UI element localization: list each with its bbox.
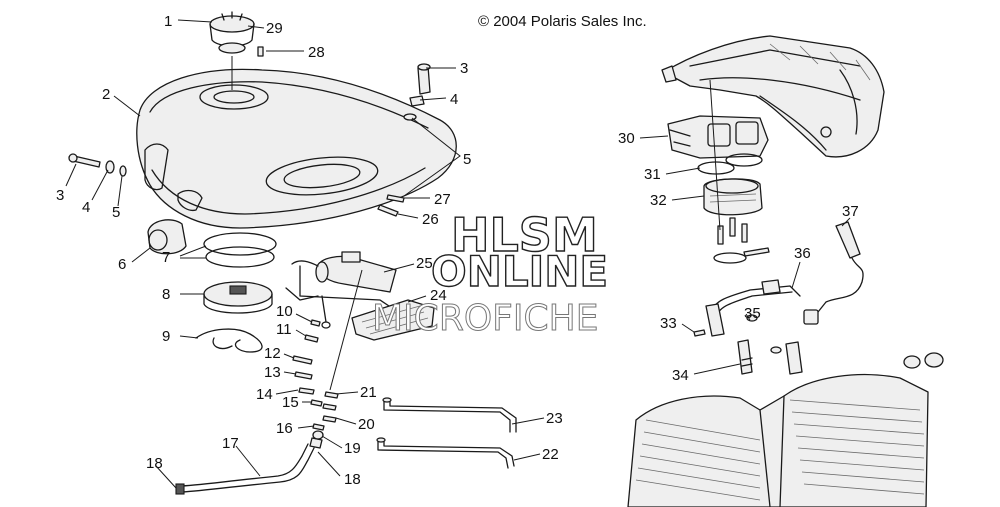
callout-3-right: 3 <box>460 60 468 77</box>
callout-3-left: 3 <box>56 187 64 204</box>
callout-27: 27 <box>434 191 451 208</box>
fuel-cap <box>209 11 255 54</box>
callout-10: 10 <box>276 303 293 320</box>
filter-sock <box>351 299 435 341</box>
watermark: HLSM ONLINE MICROFICHE <box>372 207 609 339</box>
sensor-37 <box>803 221 864 325</box>
callout-4-right: 4 <box>450 91 458 108</box>
watermark-line-2: ONLINE <box>431 247 608 296</box>
callout-6: 6 <box>118 256 126 273</box>
callout-12: 12 <box>264 345 281 362</box>
pump-flange <box>203 281 273 314</box>
callout-32: 32 <box>650 192 667 209</box>
boot-screws <box>713 217 770 264</box>
callout-7: 7 <box>162 249 170 266</box>
copyright-text: © 2004 Polaris Sales Inc. <box>478 13 647 30</box>
callout-1: 1 <box>164 13 172 30</box>
watermark-line-1: HLSM <box>451 208 598 262</box>
callout-22: 22 <box>542 446 559 463</box>
callout-30: 30 <box>618 130 635 147</box>
callout-28: 28 <box>308 44 325 61</box>
callout-35: 35 <box>744 305 761 322</box>
retaining-clip <box>195 328 263 353</box>
callout-20: 20 <box>358 416 375 433</box>
callout-17: 17 <box>222 435 239 452</box>
callout-15: 15 <box>282 394 299 411</box>
callout-25: 25 <box>416 255 433 272</box>
fuel-tank <box>136 68 457 229</box>
callout-4-left: 4 <box>82 199 90 216</box>
cap-screw-28 <box>257 46 264 57</box>
callout-34: 34 <box>672 367 689 384</box>
callout-16: 16 <box>276 420 293 437</box>
screw-27-26 <box>377 194 405 217</box>
engine <box>627 352 944 507</box>
rubber-mount <box>147 219 187 255</box>
callout-18-right: 18 <box>344 471 361 488</box>
callout-5-right: 5 <box>463 151 471 168</box>
callout-13: 13 <box>264 364 281 381</box>
callout-26: 26 <box>422 211 439 228</box>
callout-8: 8 <box>162 286 170 303</box>
callout-14: 14 <box>256 386 273 403</box>
callout-29: 29 <box>266 20 283 37</box>
throttle-body <box>667 115 769 159</box>
callout-18-left: 18 <box>146 455 163 472</box>
callout-21: 21 <box>360 384 377 401</box>
airbox <box>661 35 885 158</box>
callout-36: 36 <box>794 245 811 262</box>
callout-5-left: 5 <box>112 204 120 221</box>
screw-33 <box>693 329 706 337</box>
watermark-line-3: MICROFICHE <box>372 298 598 339</box>
bolt-right <box>403 63 431 121</box>
fuel-pump <box>285 251 397 329</box>
fuel-rail <box>705 279 801 337</box>
callout-2: 2 <box>102 86 110 103</box>
callout-leaders <box>65 19 851 489</box>
callout-9: 9 <box>162 328 170 345</box>
intake-boot <box>703 178 763 216</box>
callout-labels: 1 29 28 2 3 4 5 3 4 5 27 26 6 7 8 9 25 2… <box>56 13 859 488</box>
vent-hoses <box>376 397 517 469</box>
callout-11: 11 <box>276 321 292 338</box>
small-clamps <box>292 319 339 431</box>
o-rings <box>203 232 277 268</box>
callout-37: 37 <box>842 203 859 220</box>
callout-24: 24 <box>430 287 447 304</box>
gasket-31b <box>725 153 763 167</box>
bolt-left <box>68 153 127 177</box>
callout-31: 31 <box>644 166 661 183</box>
fuel-hose <box>175 430 324 495</box>
callout-33: 33 <box>660 315 677 332</box>
callout-19: 19 <box>344 440 361 457</box>
injectors <box>737 314 803 375</box>
callout-23: 23 <box>546 410 563 427</box>
